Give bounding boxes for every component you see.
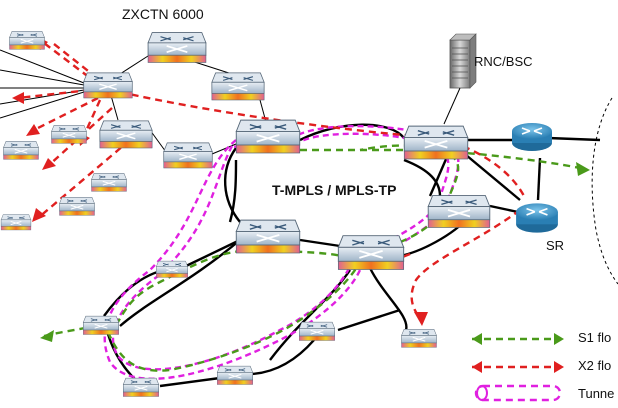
- switch-icon[interactable]: [58, 196, 96, 216]
- switch-icon[interactable]: [235, 119, 301, 154]
- switch-icon[interactable]: [8, 30, 46, 50]
- switch-icon[interactable]: [2, 140, 40, 160]
- core-network-label: T-MPLS / MPLS-TP: [272, 182, 397, 198]
- switch-icon[interactable]: [82, 72, 134, 99]
- legend-tunnel-shape: [474, 384, 562, 402]
- switch-icon[interactable]: [337, 234, 405, 271]
- switch-icon[interactable]: [211, 72, 265, 101]
- rnc-server-icon[interactable]: [443, 33, 477, 125]
- router-icon[interactable]: [511, 122, 553, 152]
- switch-icon[interactable]: [400, 328, 438, 348]
- legend-s1-line: [472, 333, 564, 345]
- legend-x2-line: [472, 361, 564, 373]
- legend-tunnel-label: Tunne: [578, 386, 615, 401]
- switch-icon[interactable]: [235, 219, 301, 254]
- routers: [511, 122, 559, 234]
- switch-icon[interactable]: [162, 142, 214, 169]
- switch-icon[interactable]: [298, 321, 336, 342]
- switch-icon[interactable]: [403, 125, 469, 160]
- switch-icon[interactable]: [82, 315, 120, 336]
- tunnel-paths: [103, 124, 460, 380]
- switch-icon[interactable]: [50, 124, 88, 144]
- access-switches: [0, 30, 438, 398]
- switch-icon[interactable]: [0, 214, 32, 231]
- switch-icon[interactable]: [427, 194, 491, 229]
- diagram-title: ZXCTN 6000: [122, 6, 204, 22]
- legend-x2-label: X2 flo: [578, 358, 612, 373]
- sr-label: SR: [546, 238, 565, 253]
- sr-router-icon[interactable]: [515, 202, 559, 234]
- legend-s1-label: S1 flo: [578, 330, 612, 345]
- switch-icon[interactable]: [155, 260, 189, 278]
- switch-icon[interactable]: [90, 172, 128, 192]
- switch-icon[interactable]: [147, 31, 207, 64]
- cloud-edge: [591, 97, 618, 285]
- switch-icon[interactable]: [122, 377, 160, 398]
- switch-icon[interactable]: [216, 365, 254, 386]
- switch-icon[interactable]: [99, 120, 153, 149]
- rnc-bsc-label: RNC/BSC: [474, 54, 533, 69]
- legend: [472, 333, 564, 402]
